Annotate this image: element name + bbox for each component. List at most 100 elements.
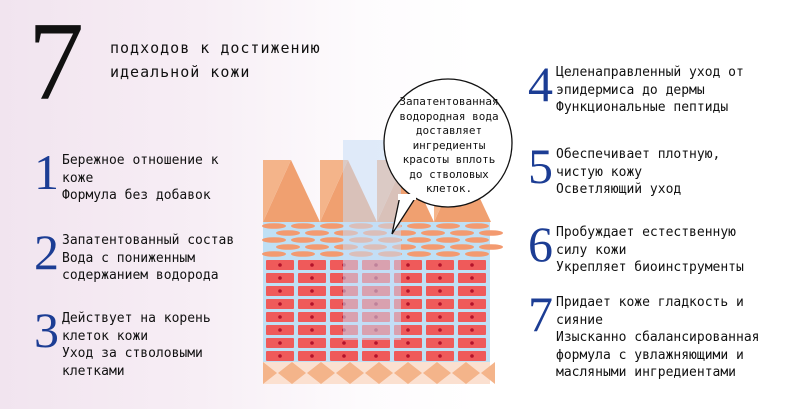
- flat-cell: [262, 237, 286, 243]
- item-line: масляными ингредиентами: [556, 365, 737, 380]
- diamond: [452, 362, 466, 384]
- flat-cell: [305, 244, 329, 250]
- cell-nucleus: [470, 289, 474, 293]
- flat-cell: [407, 223, 431, 229]
- diamond: [408, 362, 422, 384]
- item-line: коже: [62, 170, 94, 186]
- epidermis-peak: [263, 160, 320, 222]
- item-line: сияние: [556, 312, 603, 328]
- cell-nucleus: [310, 341, 314, 345]
- cell-nucleus: [406, 328, 410, 332]
- cell-nucleus: [310, 289, 314, 293]
- cell-nucleus: [310, 354, 314, 358]
- cell-nucleus: [438, 341, 442, 345]
- cell-nucleus: [278, 341, 282, 345]
- diamond: [481, 362, 495, 384]
- epidermis-peak: [320, 160, 348, 222]
- diamond: [336, 362, 350, 384]
- flat-cell: [276, 244, 300, 250]
- item-line: Бережное отношение к: [62, 153, 219, 168]
- flat-cell: [276, 230, 300, 236]
- item-number: 6: [528, 216, 553, 272]
- flat-cell: [291, 237, 315, 243]
- cell-nucleus: [438, 289, 442, 293]
- item-line: Изысканно сбалансированная: [556, 330, 760, 345]
- item-line: Формула без добавок: [62, 188, 211, 203]
- item-number: 1: [34, 144, 59, 200]
- cell-nucleus: [438, 276, 442, 280]
- cell-nucleus: [310, 328, 314, 332]
- callout-line: Запатентованная: [399, 95, 499, 108]
- item-line: Уход за стволовыми: [62, 346, 203, 361]
- cell-nucleus: [278, 263, 282, 267]
- flat-cell: [465, 223, 489, 229]
- cell-nucleus: [406, 276, 410, 280]
- cell-nucleus: [310, 315, 314, 319]
- item-number: 5: [528, 138, 553, 194]
- cell-nucleus: [310, 302, 314, 306]
- page-title: подходов к достижению идеальной кожи: [110, 36, 321, 84]
- item-number: 2: [34, 224, 59, 280]
- flat-cell: [421, 230, 445, 236]
- callout-line: красоты вплоть: [402, 153, 496, 166]
- callout-line: доставляет: [415, 124, 483, 137]
- item-line: Обеспечивает плотную,: [556, 147, 721, 162]
- callout-text: Запатентованная водородная вода доставля…: [384, 95, 514, 197]
- cell-nucleus: [278, 276, 282, 280]
- diamond: [278, 362, 292, 384]
- cell-nucleus: [342, 341, 346, 345]
- cell-nucleus: [374, 354, 378, 358]
- cell-nucleus: [278, 302, 282, 306]
- callout-bubble: [383, 78, 513, 208]
- item-line: Придает коже гладкость и: [556, 295, 744, 310]
- title-line: идеальной кожи: [110, 63, 251, 81]
- flat-cell: [421, 244, 445, 250]
- diamond: [394, 362, 408, 384]
- cell-nucleus: [406, 341, 410, 345]
- item-line: Целенаправленный уход от: [556, 65, 744, 80]
- callout-line: ингредиенты: [412, 138, 486, 152]
- flat-cell: [262, 223, 286, 229]
- item-number: 3: [34, 302, 59, 358]
- flat-cell: [465, 237, 489, 243]
- flat-cell: [436, 223, 460, 229]
- flat-cell: [305, 230, 329, 236]
- flat-cell: [450, 244, 474, 250]
- epidermis-peak: [263, 160, 291, 222]
- callout-tail: [391, 195, 415, 235]
- cell-nucleus: [438, 354, 442, 358]
- cell-nucleus: [278, 328, 282, 332]
- cell-nucleus: [470, 315, 474, 319]
- diamond: [350, 362, 364, 384]
- item-line: Осветляющий уход: [556, 182, 682, 197]
- diamond: [437, 362, 451, 384]
- cell-nucleus: [438, 315, 442, 319]
- title-line: подходов к достижению: [110, 39, 321, 57]
- flat-cell: [320, 223, 344, 229]
- item-line: Функциональные пептиды: [556, 100, 729, 115]
- diamond: [466, 362, 480, 384]
- flat-cell: [450, 230, 474, 236]
- flat-cell: [320, 251, 344, 257]
- item-number: 7: [528, 286, 553, 342]
- item-line: Вода с пониженным: [62, 250, 196, 266]
- cell-nucleus: [470, 341, 474, 345]
- diamond: [423, 362, 437, 384]
- cell-nucleus: [438, 263, 442, 267]
- callout-line: до стволовых: [409, 167, 489, 181]
- cell-nucleus: [406, 263, 410, 267]
- cell-nucleus: [470, 328, 474, 332]
- flat-cell: [291, 251, 315, 257]
